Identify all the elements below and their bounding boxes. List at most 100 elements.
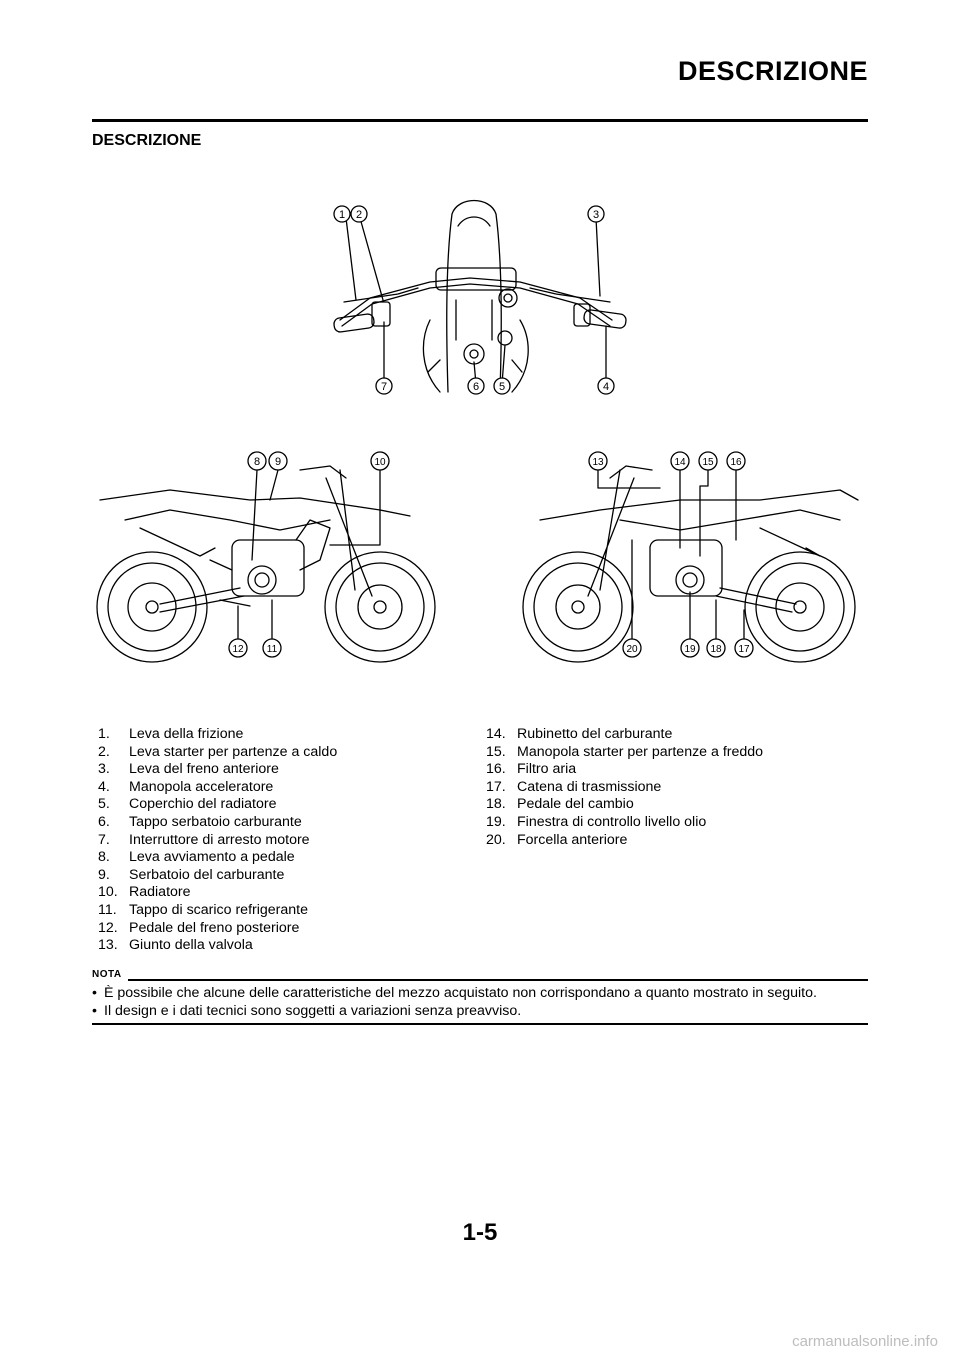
right-side-view [522, 465, 859, 663]
callout-6: 6 [467, 377, 485, 395]
legend-item: 1. Leva della frizione [98, 726, 337, 744]
legend-item: 4. Manopola acceleratore [98, 779, 337, 797]
nota-text: È possibile che alcune delle caratterist… [104, 985, 817, 1001]
callout-19: 19 [680, 638, 700, 658]
legend-label: Manopola acceleratore [129, 778, 274, 795]
svg-text:20: 20 [626, 644, 638, 655]
callout-2: 2 [350, 205, 368, 223]
svg-text:14: 14 [674, 457, 686, 468]
callout-1: 1 [333, 205, 351, 223]
legend-item: 3. Leva del freno anteriore [98, 761, 337, 779]
legend-label: Interruttore di arresto motore [129, 831, 310, 848]
legend-label: Leva del freno anteriore [129, 761, 279, 778]
legend-item: 9. Serbatoio del carburante [98, 867, 337, 885]
legend-item: 16. Filtro aria [486, 761, 763, 779]
legend-number: 13. [98, 937, 118, 954]
callout-12: 12 [228, 638, 248, 658]
nota-label: NOTA [92, 969, 122, 980]
callout-16: 16 [726, 451, 746, 471]
legend-item: 8. Leva avviamento a pedale [98, 849, 337, 867]
legend-item: 18. Pedale del cambio [486, 796, 763, 814]
legend-label: Serbatoio del carburante [129, 866, 285, 883]
legend-number: 3. [98, 761, 110, 778]
legend-number: 5. [98, 796, 110, 813]
legend-label: Coperchio del radiatore [129, 796, 277, 813]
legend-item: 14. Rubinetto del carburante [486, 726, 763, 744]
legend-number: 8. [98, 849, 110, 866]
page-number: 1-5 [462, 1219, 498, 1246]
legend-number: 14. [486, 726, 506, 742]
legend-label: Tappo di scarico refrigerante [129, 901, 309, 918]
svg-text:18: 18 [710, 644, 722, 655]
callout-3: 3 [587, 205, 605, 223]
legend-item: 2.Leva starter per partenze a caldo [98, 744, 337, 762]
legend-number: 1. [98, 726, 110, 742]
left-side-view [96, 465, 436, 663]
legend-label: Rubinetto del carburante [517, 726, 673, 742]
callout-13: 13 [588, 451, 608, 471]
legend-number: 15. [486, 743, 506, 760]
nota-text: Il design e i dati tecnici sono soggetti… [104, 1003, 522, 1019]
legend-number: 11. [98, 901, 117, 918]
legend-item: 12. Pedale del freno posteriore [98, 920, 337, 938]
header-rule [92, 119, 868, 122]
callout-5: 5 [493, 377, 511, 395]
callout-20: 20 [622, 638, 642, 658]
svg-text:13: 13 [592, 457, 604, 468]
legend-number: 10. [98, 884, 118, 901]
legend-label: Giunto della valvola [129, 937, 253, 954]
svg-text:16: 16 [730, 457, 742, 468]
svg-text:5: 5 [499, 381, 505, 393]
nota-bottom-rule [92, 1023, 868, 1025]
callout-18: 18 [706, 638, 726, 658]
legend-number: 12. [98, 919, 118, 936]
callout-7: 7 [375, 377, 393, 395]
legend-number: 16. [486, 761, 506, 778]
legend-item: 10. Radiatore [98, 884, 337, 902]
legend-item: 13. Giunto della valvola [98, 937, 337, 955]
callout-10: 10 [370, 451, 390, 471]
legend-number: 18. [486, 796, 506, 813]
legend-label: Leva della frizione [129, 726, 244, 742]
legend-item: 6.Tappo serbatoio carburante [98, 814, 337, 832]
legend-label: Forcella anteriore [517, 831, 628, 848]
nota-bullet: • [92, 985, 97, 1001]
legend-item: 5. Coperchio del radiatore [98, 796, 337, 814]
svg-text:9: 9 [275, 456, 281, 468]
svg-text:3: 3 [593, 209, 599, 221]
page-header-title: DESCRIZIONE [677, 56, 868, 86]
watermark: carmanualsonline.info [792, 1333, 938, 1350]
legend-label: Pedale del cambio [517, 796, 634, 813]
legend-label: Filtro aria [517, 761, 577, 778]
legend-number: 4. [98, 778, 110, 795]
svg-text:7: 7 [381, 381, 387, 393]
legend-number: 9. [98, 866, 110, 883]
legend-label: Manopola starter per partenze a freddo [517, 743, 764, 760]
legend-item: 15. Manopola starter per partenze a fredd… [486, 744, 763, 762]
svg-text:2: 2 [356, 209, 362, 221]
svg-text:8: 8 [254, 456, 260, 468]
nota-rule [128, 979, 868, 981]
svg-text:17: 17 [738, 644, 750, 655]
callout-15: 15 [698, 451, 718, 471]
svg-text:4: 4 [603, 381, 609, 393]
callouts: 1 2 3 4 5 6 7 8 9 10 11 12 13 14 15 16 1… [228, 205, 754, 658]
nota-item: • È possibile che alcune delle caratteri… [92, 985, 817, 1001]
legend-number: 2. [98, 743, 110, 760]
legend-label: Finestra di controllo livello olio [517, 813, 707, 830]
legend-label: Radiatore [129, 884, 191, 901]
legend-number: 19. [486, 813, 506, 830]
callout-4: 4 [597, 377, 615, 395]
legend-item: 20. Forcella anteriore [486, 832, 763, 850]
callout-17: 17 [734, 638, 754, 658]
legend-item: 11. Tappo di scarico refrigerante [98, 902, 337, 920]
legend-number: 20. [486, 831, 506, 848]
svg-text:10: 10 [374, 457, 386, 468]
svg-text:12: 12 [232, 644, 244, 655]
legend-label: Pedale del freno posteriore [129, 919, 300, 936]
svg-text:1: 1 [339, 209, 345, 221]
legend-item: 19. Finestra di controllo livello olio [486, 814, 763, 832]
motorcycle-illustration: 1 2 3 4 5 6 7 8 9 10 11 12 13 14 15 16 1… [96, 200, 859, 663]
legend-label: Tappo serbatoio carburante [129, 813, 302, 830]
legend-label: Leva avviamento a pedale [129, 849, 295, 866]
